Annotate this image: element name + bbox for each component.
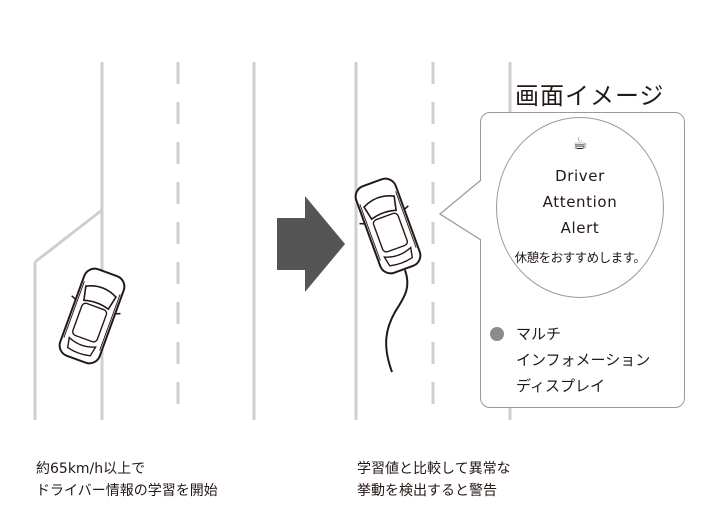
- legend-line: ディスプレイ: [516, 377, 605, 395]
- screen-image-label: 画面イメージ: [515, 82, 665, 110]
- caption-left-line: ドライバー情報の学習を開始: [36, 483, 218, 499]
- display-screen: ☕ Driver Attention Alert 休憩をおすすめします。: [496, 117, 664, 298]
- caption-right-line: 学習値と比較して異常な: [357, 461, 511, 477]
- legend-dot: [490, 327, 504, 341]
- caption-right-line: 挙動を検出すると警告: [357, 483, 497, 499]
- alert-subtext: 休憩をおすすめします。: [514, 250, 646, 265]
- alert-line-driver: Driver: [555, 167, 605, 185]
- car-right: [354, 177, 422, 275]
- caption-left: 約65km/h以上で ドライバー情報の学習を開始: [36, 458, 218, 502]
- caption-right: 学習値と比較して異常な 挙動を検出すると警告: [357, 458, 511, 502]
- caption-left-line: 約65km/h以上で: [36, 461, 146, 477]
- callout-pointer: [438, 179, 482, 241]
- coffee-cup-icon: ☕: [572, 134, 588, 154]
- legend-label: マルチ インフォメーション ディスプレイ: [516, 321, 650, 399]
- transition-arrow: [277, 196, 345, 292]
- car-left: [58, 267, 126, 365]
- legend-line: マルチ: [516, 325, 562, 343]
- alert-line-attention: Attention: [542, 193, 618, 211]
- alert-line-alert: Alert: [560, 219, 600, 237]
- lane-line: [34, 208, 103, 264]
- legend-line: インフォメーション: [516, 351, 651, 369]
- swerve-path: [385, 269, 409, 373]
